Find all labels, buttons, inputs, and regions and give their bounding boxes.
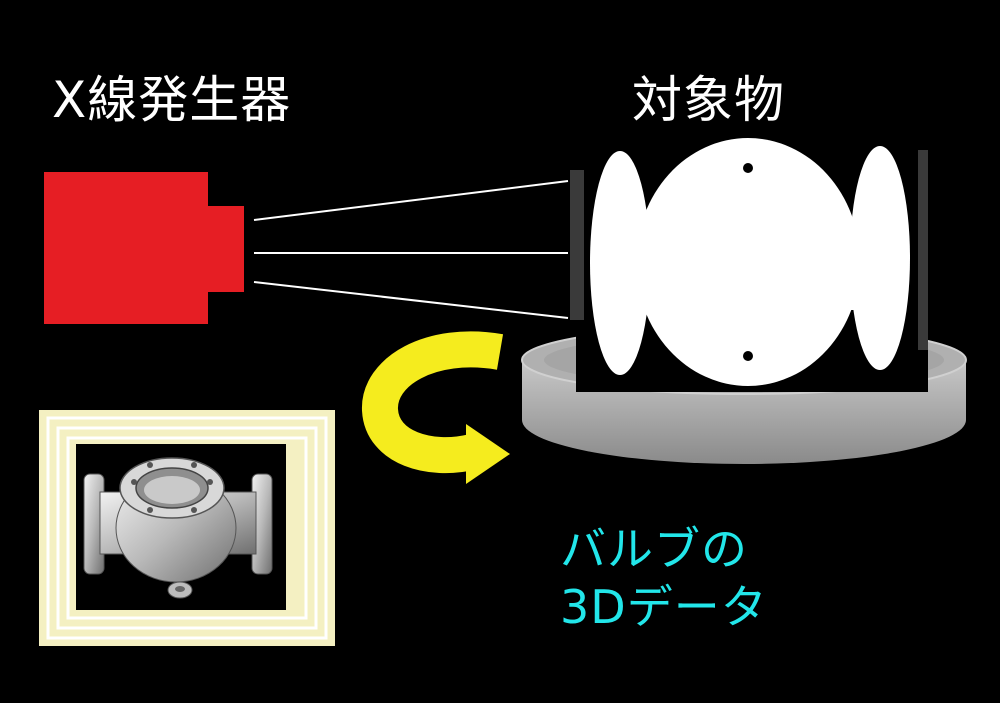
valve-3d-data-label: バルブの 3Dデータ [560, 520, 768, 636]
valve-3d-model [83, 457, 273, 599]
target-object-label: 対象物 [632, 71, 785, 129]
valve-label-line-2: 3Dデータ [560, 580, 768, 634]
xray-generator [44, 172, 244, 324]
rotation-arrow-icon [362, 331, 510, 484]
xray-generator-label: X線発生器 [52, 71, 292, 129]
xray-beams [253, 180, 569, 319]
target-object [570, 130, 928, 392]
valve-3d-thumbnail [39, 410, 335, 646]
valve-silhouette [590, 138, 910, 386]
valve-label-line-1: バルブの [560, 522, 748, 576]
